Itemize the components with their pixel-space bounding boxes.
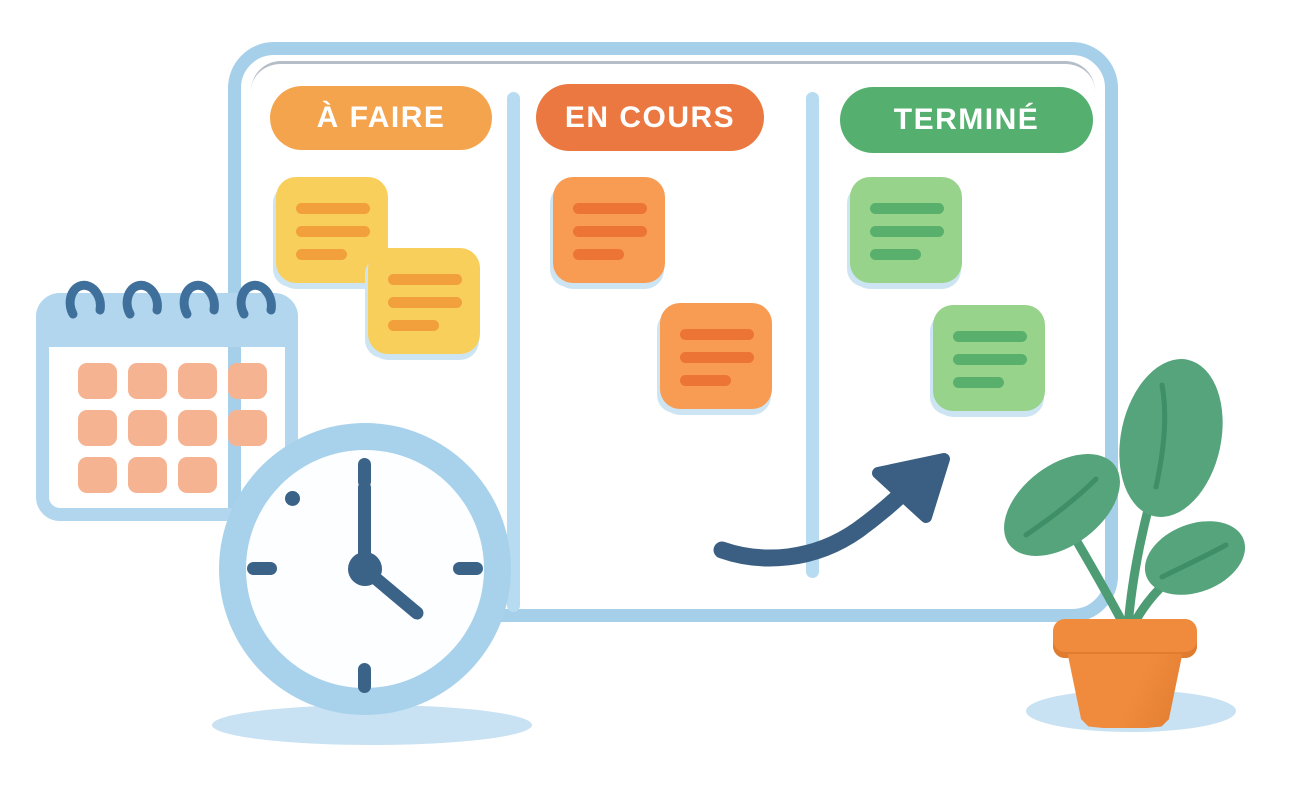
calendar-date-cell [128,363,167,399]
clock-illustration [219,423,511,715]
note-text-line [388,274,462,285]
column-header-todo: À FAIRE [270,86,492,150]
column-header-done-label: TERMINÉ [893,103,1040,136]
sticky-note-todo-2 [368,248,480,354]
calendar-header [36,293,298,347]
note-text-line [870,249,921,260]
arrow-head [872,453,950,523]
plant-pot-rim [1053,619,1197,658]
calendar-date-cell [178,363,217,399]
sticky-note-done-2 [933,305,1045,411]
arrow-swoosh [713,476,920,567]
calendar-date-cell [128,457,167,493]
calendar-illustration [36,265,298,527]
note-text-line [680,375,731,386]
clock-marker-dot [285,491,300,506]
calendar-date-grid [78,363,267,493]
plant-leaf-top [1119,359,1223,517]
note-text-line [953,354,1027,365]
sticky-note-in-progress-1 [553,177,665,283]
plant-leaf-right [1144,521,1246,595]
note-text-line [870,203,944,214]
leaf-vein [1153,382,1168,490]
clock-marker-9 [247,562,277,575]
note-text-line [296,226,370,237]
note-text-line [870,226,944,237]
leaf-vein [1023,476,1099,538]
calendar-date-cell [228,363,267,399]
note-text-line [573,203,647,214]
leaf-vein [1159,542,1229,580]
clock-marker-3 [453,562,483,575]
clock-marker-6 [358,663,371,693]
note-text-line [953,377,1004,388]
note-text-line [573,249,624,260]
plant-leaves [1004,359,1246,632]
note-text-line [388,320,439,331]
note-text-line [388,297,462,308]
calendar-date-cell [178,410,217,446]
note-text-line [296,249,347,260]
progress-arrow-icon [713,453,950,567]
calendar-date-cell [78,410,117,446]
column-header-todo-label: À FAIRE [316,101,446,134]
note-text-line [680,329,754,340]
sticky-note-done-1 [850,177,962,283]
note-text-line [573,226,647,237]
sticky-note-in-progress-2 [660,303,772,409]
plant-pot-body [1067,654,1183,728]
note-text-line [680,352,754,363]
note-text-line [953,331,1027,342]
calendar-date-cell [228,410,267,446]
column-divider-2 [806,92,819,578]
calendar-date-cell [78,457,117,493]
column-divider-1 [507,92,520,612]
calendar-date-cell [78,363,117,399]
column-header-in-progress: EN COURS [536,84,764,151]
calendar-rings-icon [65,280,276,319]
clock-marker-12 [358,458,371,488]
calendar-date-cell [178,457,217,493]
column-header-in-progress-label: EN COURS [564,100,736,134]
column-header-done: TERMINÉ [840,87,1093,153]
clock-center-hub [348,552,382,586]
note-text-line [296,203,370,214]
calendar-date-cell [128,410,167,446]
